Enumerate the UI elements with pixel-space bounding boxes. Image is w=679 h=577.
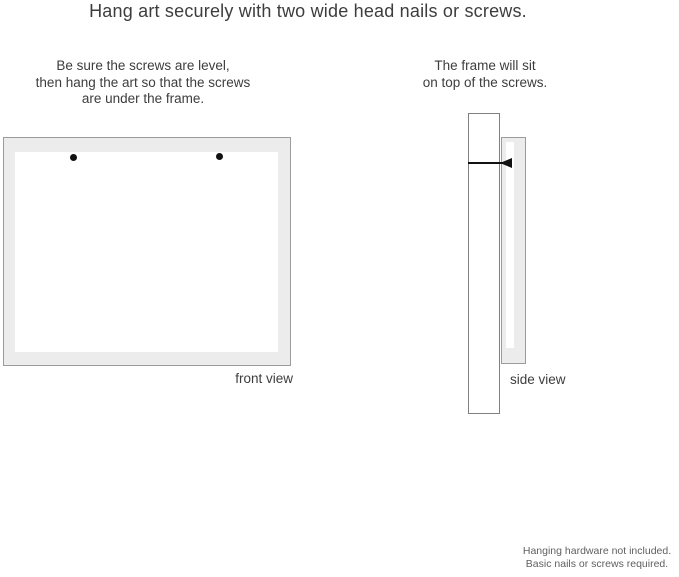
front-view-artwork: [15, 152, 278, 352]
page-title: Hang art securely with two wide head nai…: [89, 1, 527, 21]
side-view-instructions: The frame will sit on top of the screws.: [422, 58, 548, 90]
right-nail-head-icon: [216, 153, 223, 160]
side-view-label: side view: [510, 372, 566, 387]
hardware-disclaimer: Hanging hardware not included. Basic nai…: [522, 545, 672, 570]
front-view-frame: [3, 137, 291, 366]
side-view-frame: [501, 137, 526, 364]
side-nail-icon: [468, 158, 512, 168]
front-view-label: front view: [235, 371, 293, 386]
left-nail-head-icon: [70, 154, 77, 161]
side-view-artwork: [506, 142, 514, 348]
front-view-instructions: Be sure the screws are level, then hang …: [35, 58, 251, 106]
